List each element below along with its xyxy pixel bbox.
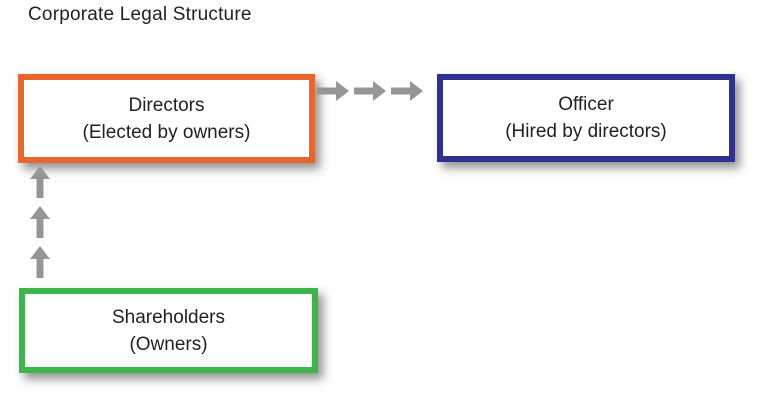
officer-box: Officer (Hired by directors) bbox=[437, 74, 735, 162]
right-arrow-icon bbox=[391, 81, 423, 101]
directors-to-officer-connector bbox=[317, 81, 423, 101]
officer-label: Officer bbox=[558, 94, 614, 115]
directors-sublabel: (Elected by owners) bbox=[82, 121, 251, 143]
right-arrow-icon bbox=[317, 81, 349, 101]
right-arrow-icon bbox=[354, 81, 386, 101]
up-arrow-icon bbox=[30, 246, 50, 278]
up-arrow-icon bbox=[30, 206, 50, 238]
shareholders-box: Shareholders (Owners) bbox=[19, 288, 318, 373]
up-arrow-icon bbox=[30, 166, 50, 198]
officer-sublabel: (Hired by directors) bbox=[505, 121, 667, 142]
diagram-title: Corporate Legal Structure bbox=[28, 4, 252, 25]
shareholders-to-directors-connector bbox=[30, 166, 50, 278]
shareholders-label: Shareholders bbox=[111, 306, 226, 328]
directors-label: Directors bbox=[128, 94, 205, 116]
shareholders-sublabel: (Owners) bbox=[129, 333, 208, 355]
directors-box: Directors (Elected by owners) bbox=[18, 74, 315, 163]
